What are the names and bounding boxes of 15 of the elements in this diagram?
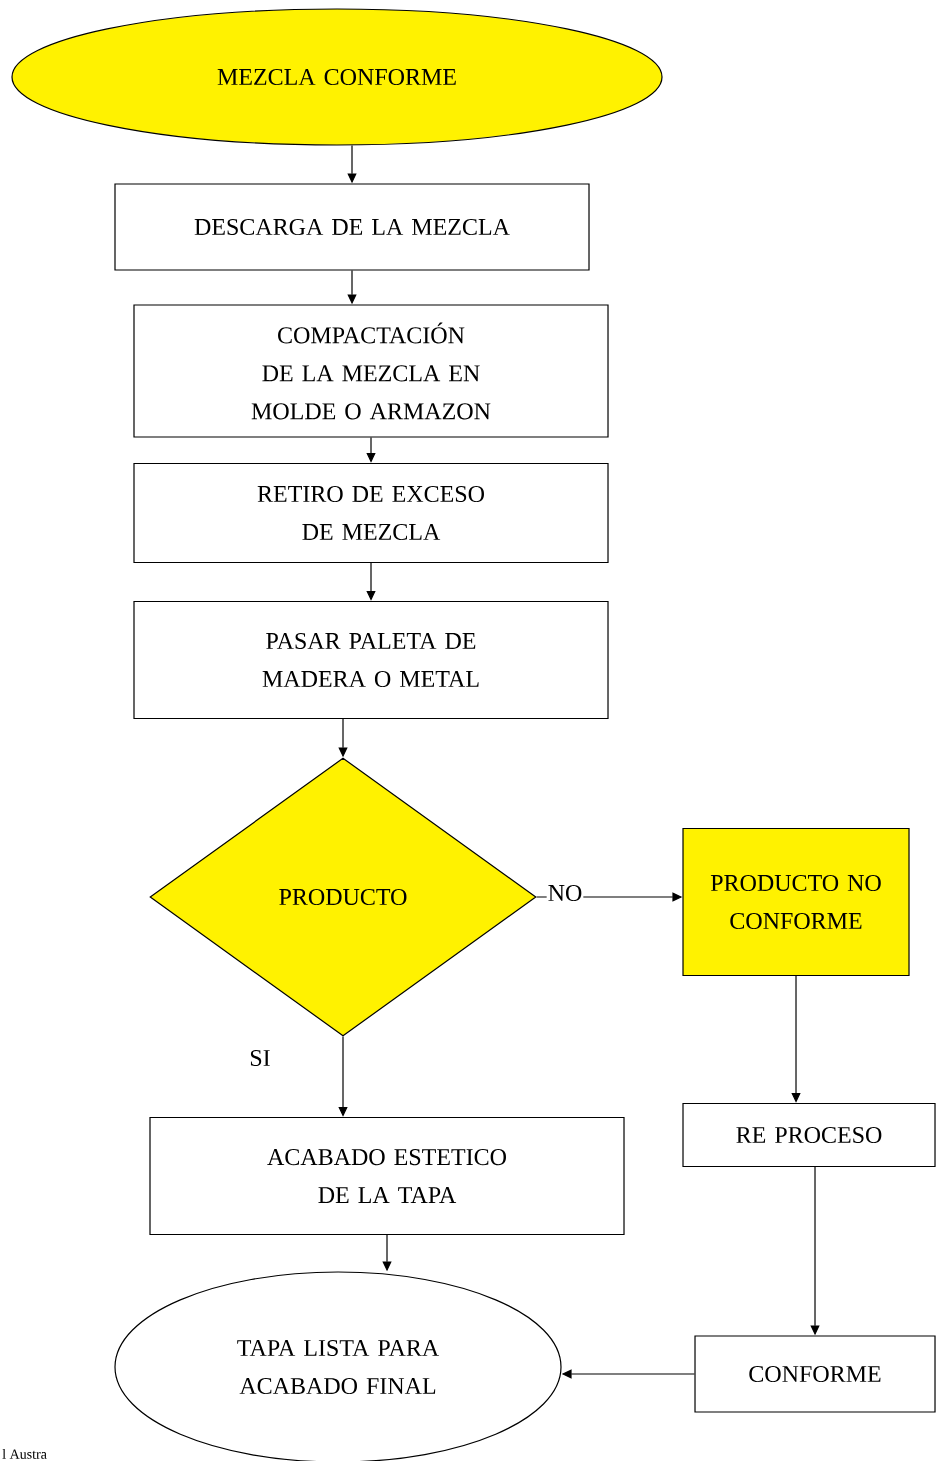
- edge-label: NO: [546, 883, 584, 903]
- process-box: RETIRO DE EXCESO DE MEZCLA: [133, 462, 609, 564]
- process-box: PRODUCTO NO CONFORME: [682, 827, 910, 977]
- edge-label: SI: [248, 1048, 272, 1068]
- note-text: l Austra: [2, 1448, 47, 1459]
- arrow: [338, 1036, 348, 1117]
- arrow: [366, 437, 376, 463]
- process-box: COMPACTACIÓN DE LA MEZCLA EN MOLDE O ARMAZON: [133, 304, 609, 438]
- process-box: ACABADO ESTETICO DE LA TAPA: [149, 1116, 625, 1236]
- process-box: DESCARGA DE LA MEZCLA: [114, 183, 590, 271]
- process-box: CONFORME: [694, 1335, 936, 1413]
- process-box: PASAR PALETA DE MADERA O METAL: [133, 600, 609, 720]
- arrow: [791, 975, 801, 1103]
- process-box: RE PROCESO: [682, 1102, 936, 1168]
- arrow: [366, 562, 376, 601]
